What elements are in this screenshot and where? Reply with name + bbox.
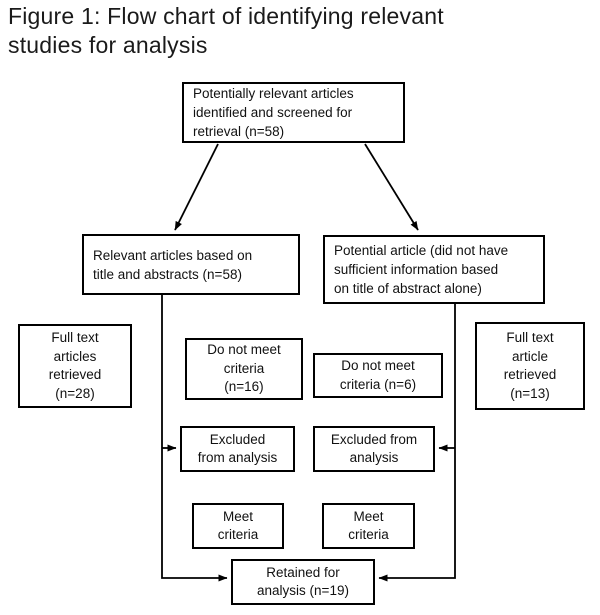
node-fulltext-article-retrieved-right: Full text article retrieved (n=13) [475,322,585,410]
node-fulltext-articles-retrieved-left: Full text articles retrieved (n=28) [18,324,132,408]
node-excluded-from-analysis-right: Excluded from analysis [313,426,435,472]
figure-title: Figure 1: Flow chart of identifying rele… [8,3,444,58]
node-meet-criteria-left: Meet criteria [192,503,284,549]
node-relevant-title-abstracts: Relevant articles based on title and abs… [82,234,300,295]
node-retained-for-analysis: Retained for analysis (n=19) [231,559,375,605]
node-meet-criteria-right: Meet criteria [322,503,415,549]
arrow-screened-to-relevant [174,143,219,231]
node-do-not-meet-criteria-left: Do not meet criteria (n=16) [185,338,303,400]
node-potentially-relevant-screened: Potentially relevant articles identified… [182,82,405,143]
node-excluded-from-analysis-left: Excluded from analysis [180,426,295,472]
node-potential-insufficient-info: Potential article (did not have sufficie… [323,235,545,304]
arrow-screened-to-potential [364,143,419,231]
node-do-not-meet-criteria-right: Do not meet criteria (n=6) [313,353,443,398]
